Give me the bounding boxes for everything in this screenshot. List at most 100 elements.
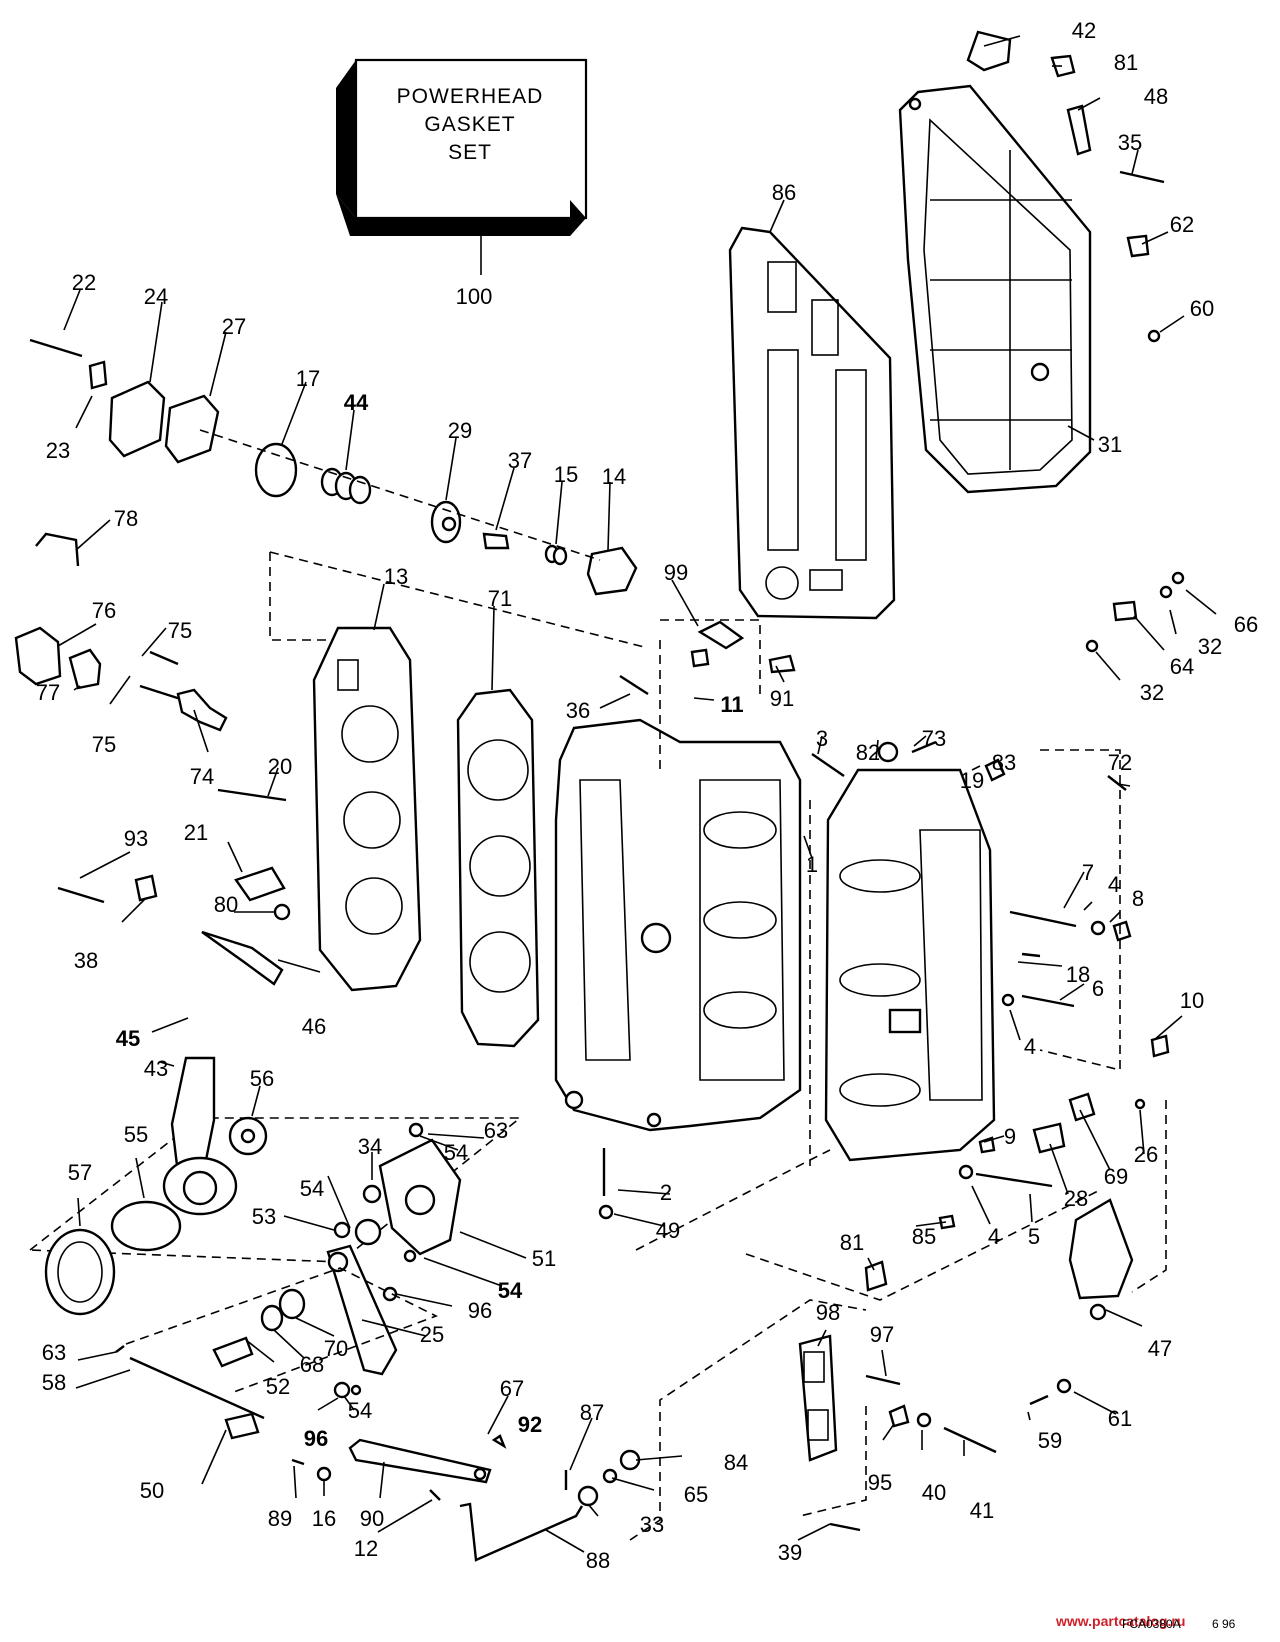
callout-5: 5 (1028, 1224, 1040, 1249)
callout-24: 24 (144, 284, 168, 309)
callout-54: 54 (498, 1278, 523, 1303)
cylinder-block (554, 718, 802, 1132)
callout-92: 92 (518, 1412, 542, 1437)
callout-55: 55 (124, 1122, 148, 1147)
callout-25: 25 (420, 1322, 444, 1347)
callout-88: 88 (586, 1548, 610, 1573)
callout-51: 51 (532, 1246, 556, 1271)
callout-74: 74 (190, 764, 214, 789)
footer: www.partcatalog.ru FCA0380A 6 96 (1055, 1613, 1236, 1631)
callout-21: 21 (184, 820, 208, 845)
crankcase (824, 768, 996, 1162)
callout-81: 81 (840, 1230, 864, 1255)
callout-72: 72 (1108, 750, 1132, 775)
callout-6: 6 (1092, 976, 1104, 1001)
callout-47: 47 (1148, 1336, 1172, 1361)
sensor-items (14, 532, 228, 732)
callout-33: 33 (640, 1512, 664, 1537)
callout-42: 42 (1072, 18, 1096, 43)
callout-61: 61 (1108, 1406, 1132, 1431)
callout-95: 95 (868, 1470, 892, 1495)
callout-75: 75 (92, 732, 116, 757)
callout-63: 63 (42, 1340, 66, 1365)
watermark-text: www.partcatalog.ru (1055, 1613, 1185, 1629)
callout-46: 46 (302, 1014, 326, 1039)
callout-41: 41 (970, 1498, 994, 1523)
callout-60: 60 (1190, 296, 1214, 321)
kit-box-line2: GASKET (424, 113, 515, 136)
callout-90: 90 (360, 1506, 384, 1531)
callout-100: 100 (456, 284, 493, 309)
callout-86: 86 (772, 180, 796, 205)
callout-76: 76 (92, 598, 116, 623)
callout-52: 52 (266, 1374, 290, 1399)
callout-26: 26 (1134, 1142, 1158, 1167)
exhaust-cover-gasket (728, 226, 896, 620)
callout-4: 4 (988, 1224, 1000, 1249)
mid-hardware (57, 620, 1170, 1406)
callout-70: 70 (324, 1336, 348, 1361)
callout-3: 3 (816, 726, 828, 751)
callout-14: 14 (602, 464, 626, 489)
callout-85: 85 (912, 1224, 936, 1249)
callout-96: 96 (468, 1298, 492, 1323)
callout-16: 16 (312, 1506, 336, 1531)
cylinder-head-gasket (456, 688, 540, 1048)
callout-13: 13 (384, 564, 408, 589)
callout-40: 40 (922, 1480, 946, 1505)
callout-87: 87 (580, 1400, 604, 1425)
callout-81: 81 (1114, 50, 1138, 75)
callout-10: 10 (1180, 988, 1204, 1013)
callout-54: 54 (300, 1176, 324, 1201)
kit-box-line3: SET (448, 141, 492, 164)
callout-67: 67 (500, 1376, 524, 1401)
callout-97: 97 (870, 1322, 894, 1347)
callout-31: 31 (1098, 432, 1122, 457)
drawing-code: FCA0380A (1122, 1617, 1181, 1631)
callout-45: 45 (116, 1026, 140, 1051)
powerhead-gasket-set-box: POWERHEAD GASKET SET (336, 58, 588, 275)
callout-83: 83 (992, 750, 1016, 775)
leader-lines (57, 35, 1217, 1553)
callout-18: 18 (1066, 962, 1090, 987)
callout-22: 22 (72, 270, 96, 295)
callout-8: 8 (1132, 886, 1144, 911)
callout-15: 15 (554, 462, 578, 487)
callout-32: 32 (1198, 634, 1222, 659)
callout-65: 65 (684, 1482, 708, 1507)
callout-4: 4 (1108, 872, 1120, 897)
callout-12: 12 (354, 1536, 378, 1561)
callout-1: 1 (806, 852, 818, 877)
callout-78: 78 (114, 506, 138, 531)
exhaust-cover (898, 84, 1092, 494)
callout-11: 11 (720, 692, 743, 717)
callout-57: 57 (68, 1160, 92, 1185)
callout-75: 75 (168, 618, 192, 643)
callout-58: 58 (42, 1370, 66, 1395)
callout-44: 44 (344, 390, 369, 415)
callout-48: 48 (1144, 84, 1168, 109)
callout-39: 39 (778, 1540, 802, 1565)
callout-17: 17 (296, 366, 320, 391)
callout-71: 71 (488, 586, 512, 611)
callout-63: 63 (484, 1118, 508, 1143)
kit-box-line1: POWERHEAD (397, 85, 544, 108)
callout-43: 43 (144, 1056, 168, 1081)
callout-4: 4 (1024, 1034, 1036, 1059)
callout-49: 49 (656, 1218, 680, 1243)
callout-38: 38 (74, 948, 98, 973)
callout-7: 7 (1082, 860, 1094, 885)
callout-84: 84 (724, 1450, 748, 1475)
callout-34: 34 (358, 1134, 382, 1159)
callout-29: 29 (448, 418, 472, 443)
callout-23: 23 (46, 438, 70, 463)
callout-98: 98 (816, 1300, 840, 1325)
callout-28: 28 (1064, 1186, 1088, 1211)
callout-93: 93 (124, 826, 148, 851)
callout-66: 66 (1234, 612, 1258, 637)
callout-59: 59 (1038, 1428, 1062, 1453)
callout-68: 68 (300, 1352, 324, 1377)
callout-32: 32 (1140, 680, 1164, 705)
